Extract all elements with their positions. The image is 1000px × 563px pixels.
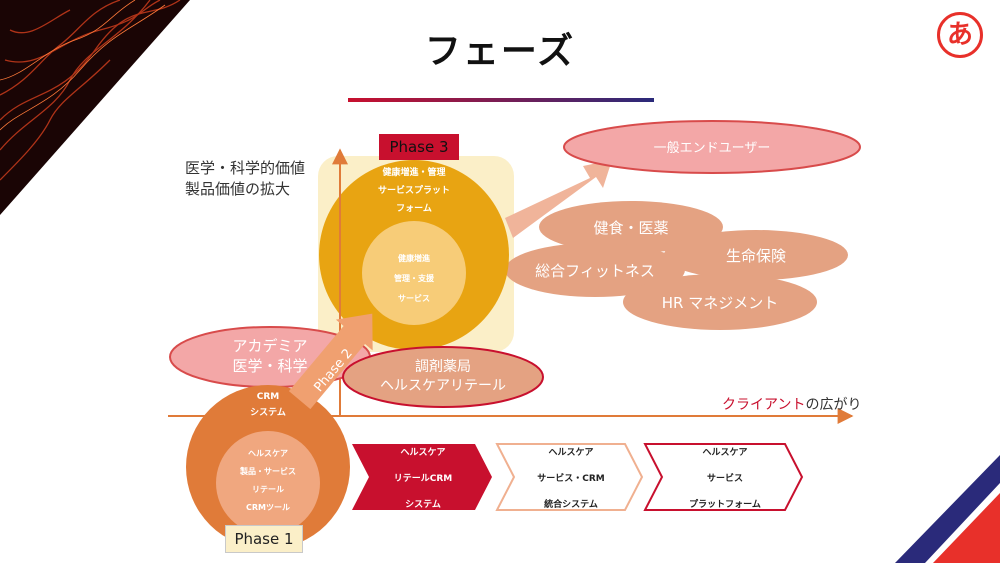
phase1-outer-line: システム — [250, 408, 286, 418]
life-insurance-text: 生命保険 — [725, 247, 786, 265]
health-food-ellipse — [539, 201, 723, 253]
phase3-outer-line: フォーム — [396, 204, 432, 214]
phase3-outer-text: 健康増進・管理 サービスプラット フォーム — [344, 166, 484, 216]
phase3-label: Phase 3 — [379, 134, 459, 160]
fitness-ellipse — [505, 243, 685, 297]
phase3-inner-line: 健康増進 — [398, 254, 430, 263]
phase3-inner-line: 管理・支援 — [394, 274, 434, 283]
chevron-service-crm-text: ヘルスケア サービス・CRM 統合システム — [512, 440, 630, 518]
phase1-inner-line: 製品・サービス — [240, 467, 296, 476]
chevron-line: サービス — [706, 474, 743, 484]
chevron-line: リテールCRM — [393, 474, 453, 484]
phase1-inner-text: ヘルスケア 製品・サービス リテール CRMツール — [218, 447, 318, 515]
chevron-retail-crm — [352, 444, 492, 510]
vertical-axis-label: 医学・科学的価値 製品価値の拡大 — [185, 158, 305, 200]
title-underline — [348, 98, 654, 102]
academia-line: アカデミア — [232, 337, 308, 355]
chevron-line: システム — [405, 500, 441, 510]
academia-line: 医学・科学 — [232, 357, 308, 375]
phase1-outer-text: CRM システム — [228, 390, 308, 420]
chevron-line: ヘルスケア — [548, 448, 594, 458]
phase1-inner-line: ヘルスケア — [248, 449, 288, 458]
phase3-inner-line: サービス — [398, 294, 430, 303]
chevron-line: ヘルスケア — [702, 448, 748, 458]
pharmacy-ellipse — [342, 346, 544, 408]
chevron-platform — [643, 443, 804, 511]
chevron-line: ヘルスケア — [400, 448, 446, 458]
hr-text: HR マネジメント — [661, 294, 779, 312]
pharmacy-line: ヘルスケアリテール — [380, 378, 506, 394]
general-users-ellipse — [563, 120, 861, 174]
logo-icon[interactable]: あ — [937, 12, 983, 58]
phase3-inner-text: 健康増進 管理・支援 サービス — [374, 253, 454, 305]
life-insurance-ellipse — [664, 230, 848, 280]
phase3-inner-circle — [362, 221, 466, 325]
phase3-outer-line: 健康増進・管理 — [382, 168, 446, 178]
chevron-service-crm — [495, 443, 644, 511]
hr-ellipse — [623, 274, 817, 330]
chevron-line: 統合システム — [544, 500, 598, 510]
chevron-line: サービス・CRM — [537, 474, 605, 484]
corner-stripes-decoration — [895, 455, 1000, 563]
chevron-retail-crm-text: ヘルスケア リテールCRM システム — [368, 440, 478, 518]
phase3-outer-line: サービスプラット — [377, 186, 450, 196]
phase1-inner-line: リテール — [252, 485, 284, 494]
phase2-arrow — [288, 313, 373, 410]
logo-glyph: あ — [946, 20, 973, 50]
corner-decoration-image — [0, 0, 190, 215]
general-users-text: 一般エンドユーザー — [653, 141, 771, 156]
phase1-label: Phase 1 — [225, 525, 303, 553]
vertical-axis-label-line: 製品価値の拡大 — [185, 180, 291, 198]
chevron-line: プラットフォーム — [689, 500, 761, 510]
pharmacy-line: 調剤薬局 — [415, 359, 471, 375]
health-food-text: 健食・医薬 — [593, 219, 669, 237]
horizontal-axis-label: クライアントの広がり — [722, 394, 861, 414]
horizontal-axis-label-suffix: の広がり — [805, 397, 862, 413]
vertical-axis-label-line: 医学・科学的価値 — [185, 159, 306, 177]
chevron-platform-text: ヘルスケア サービス プラットフォーム — [660, 440, 790, 518]
fitness-text: 総合フィットネス — [535, 262, 655, 280]
growth-arrow — [505, 160, 612, 238]
horizontal-axis-label-prefix: クライアント — [722, 397, 806, 413]
academia-text: アカデミア 医学・科学 — [172, 336, 368, 376]
phase1-inner-circle — [216, 431, 320, 535]
phase1-outer-line: CRM — [256, 392, 280, 402]
pharmacy-text: 調剤薬局 ヘルスケアリテール — [345, 358, 541, 396]
phase1-inner-line: CRMツール — [246, 503, 290, 512]
page-title: フェーズ — [424, 31, 576, 72]
